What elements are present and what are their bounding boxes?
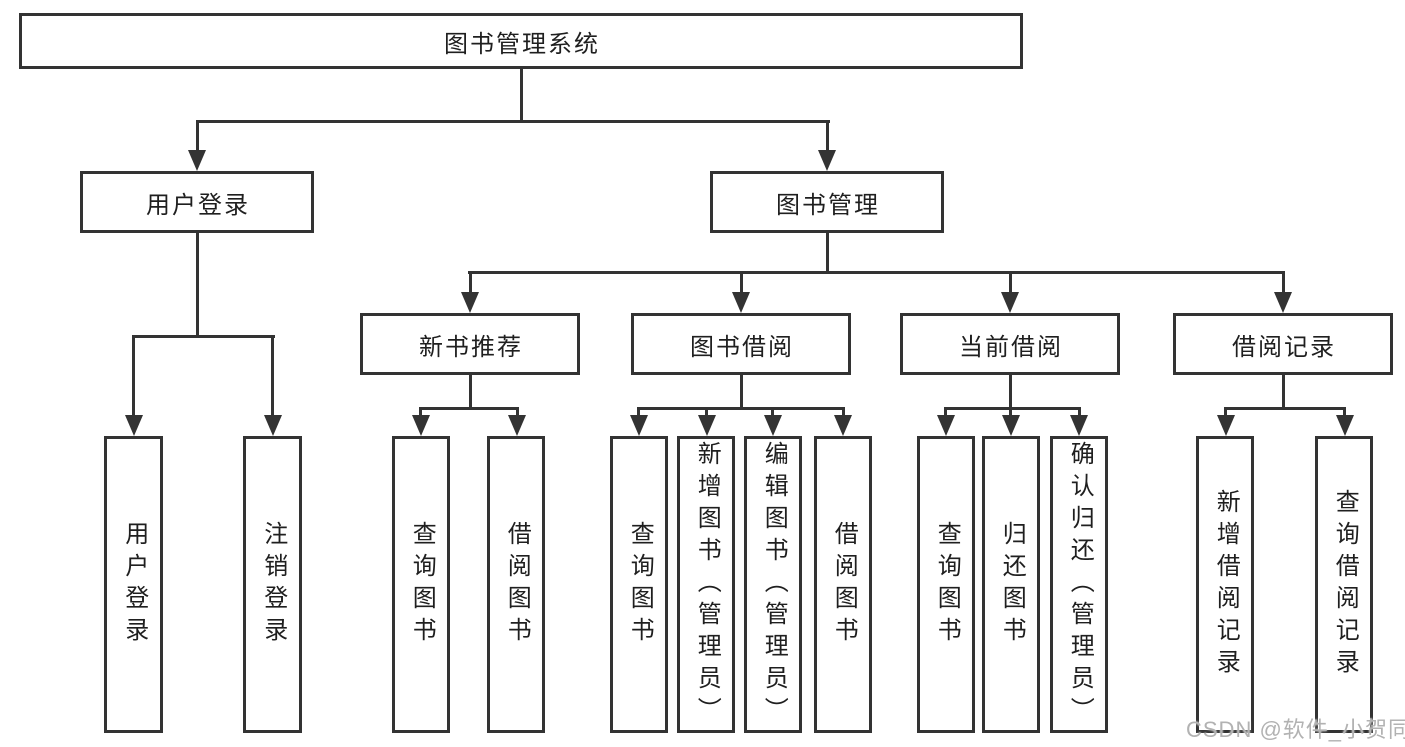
connector-stem-nb2 (516, 407, 519, 417)
leaf-borrow-query-label: 查询图书 (626, 520, 654, 649)
connector-borrowrecord-horizontal (1224, 407, 1346, 410)
arrowhead-nb2 (508, 415, 526, 436)
leaf-current-return-label: 归还图书 (998, 520, 1026, 649)
connector-bookmgmt-vertical (826, 233, 829, 273)
leaf-borrow-add: 新增图书（管理员） (677, 436, 735, 733)
arrowhead-user-login (188, 150, 206, 171)
leaf-user-login: 用户登录 (104, 436, 163, 733)
connector-stem-borrow-record (1282, 271, 1285, 294)
connector-stem-logout-leaf (271, 335, 274, 417)
connector-newbook-vertical (469, 375, 472, 410)
leaf-borrow-add-label: 新增图书（管理员） (693, 440, 721, 729)
node-book-mgmt: 图书管理 (710, 171, 944, 233)
connector-userlogin-horizontal (132, 335, 275, 338)
connector-stem-new-book (469, 271, 472, 294)
node-current-borrow-label: 当前借阅 (959, 333, 1063, 361)
arrowhead-book-borrow (732, 292, 750, 313)
leaf-record-query: 查询借阅记录 (1315, 436, 1373, 733)
leaf-logout: 注销登录 (243, 436, 302, 733)
connector-stem-user-login (196, 120, 199, 152)
leaf-newbook-borrow: 借阅图书 (487, 436, 545, 733)
arrowhead-book-mgmt (818, 150, 836, 171)
node-book-mgmt-label: 图书管理 (776, 191, 880, 219)
connector-currentborrow-vertical (1009, 375, 1012, 410)
connector-bookborrow-horizontal (637, 407, 845, 410)
arrowhead-login-leaf (125, 415, 143, 436)
arrowhead-bb1 (630, 415, 648, 436)
connector-stem-current-borrow (1009, 271, 1012, 294)
arrowhead-logout-leaf (264, 415, 282, 436)
arrowhead-cb3 (1070, 415, 1088, 436)
arrowhead-cb2 (1002, 415, 1020, 436)
leaf-record-add-label: 新增借阅记录 (1212, 488, 1240, 681)
arrowhead-bb3 (764, 415, 782, 436)
node-new-book-label: 新书推荐 (419, 333, 523, 361)
connector-bookmgmt-horizontal (468, 271, 1285, 274)
connector-root-horizontal (196, 120, 830, 123)
connector-stem-book-mgmt (826, 120, 829, 152)
node-root-label: 图书管理系统 (444, 30, 600, 58)
node-root: 图书管理系统 (19, 13, 1023, 69)
leaf-borrow-edit: 编辑图书（管理员） (744, 436, 802, 733)
node-user-login: 用户登录 (80, 171, 314, 233)
connector-stem-book-borrow (740, 271, 743, 294)
arrowhead-bb4 (834, 415, 852, 436)
arrowhead-nb1 (412, 415, 430, 436)
arrowhead-br1 (1217, 415, 1235, 436)
connector-bookborrow-vertical (740, 375, 743, 410)
leaf-newbook-borrow-label: 借阅图书 (503, 520, 531, 649)
leaf-borrow-borrow: 借阅图书 (814, 436, 872, 733)
leaf-current-confirm: 确认归还（管理员） (1050, 436, 1108, 733)
leaf-record-add: 新增借阅记录 (1196, 436, 1254, 733)
node-borrow-record-label: 借阅记录 (1232, 333, 1336, 361)
node-book-borrow: 图书借阅 (631, 313, 851, 375)
csdn-watermark: CSDN @软件_小贺同学 (1186, 717, 1405, 742)
arrowhead-bb2 (698, 415, 716, 436)
connector-stem-bb1 (637, 407, 640, 417)
connector-stem-bb3 (771, 407, 774, 417)
leaf-borrow-borrow-label: 借阅图书 (830, 520, 858, 649)
leaf-user-login-label: 用户登录 (120, 520, 148, 649)
connector-userlogin-vertical (196, 233, 199, 337)
connector-borrowrecord-vertical (1282, 375, 1285, 410)
arrowhead-borrow-record (1274, 292, 1292, 313)
node-book-borrow-label: 图书借阅 (690, 333, 794, 361)
connector-stem-nb1 (419, 407, 422, 417)
leaf-borrow-query: 查询图书 (610, 436, 668, 733)
node-current-borrow: 当前借阅 (900, 313, 1120, 375)
leaf-current-query-label: 查询图书 (933, 520, 961, 649)
arrowhead-br2 (1336, 415, 1354, 436)
connector-stem-cb3 (1078, 407, 1081, 417)
arrowhead-cb1 (937, 415, 955, 436)
connector-stem-br1 (1224, 407, 1227, 417)
leaf-newbook-query: 查询图书 (392, 436, 450, 733)
node-new-book: 新书推荐 (360, 313, 580, 375)
connector-currentborrow-horizontal (944, 407, 1081, 410)
leaf-newbook-query-label: 查询图书 (408, 520, 436, 649)
connector-stem-bb4 (842, 407, 845, 417)
arrowhead-current-borrow (1001, 292, 1019, 313)
leaf-record-query-label: 查询借阅记录 (1331, 488, 1359, 681)
connector-stem-br2 (1343, 407, 1346, 417)
connector-stem-cb1 (944, 407, 947, 417)
connector-stem-bb2 (705, 407, 708, 417)
leaf-current-confirm-label: 确认归还（管理员） (1066, 440, 1094, 729)
node-borrow-record: 借阅记录 (1173, 313, 1393, 375)
connector-stem-cb2 (1009, 407, 1012, 417)
arrowhead-new-book (461, 292, 479, 313)
connector-newbook-horizontal (419, 407, 519, 410)
connector-stem-login-leaf (132, 335, 135, 417)
leaf-current-query: 查询图书 (917, 436, 975, 733)
leaf-borrow-edit-label: 编辑图书（管理员） (760, 440, 788, 729)
node-user-login-label: 用户登录 (146, 191, 250, 219)
leaf-logout-label: 注销登录 (259, 520, 287, 649)
connector-root-vertical (520, 69, 523, 122)
leaf-current-return: 归还图书 (982, 436, 1040, 733)
